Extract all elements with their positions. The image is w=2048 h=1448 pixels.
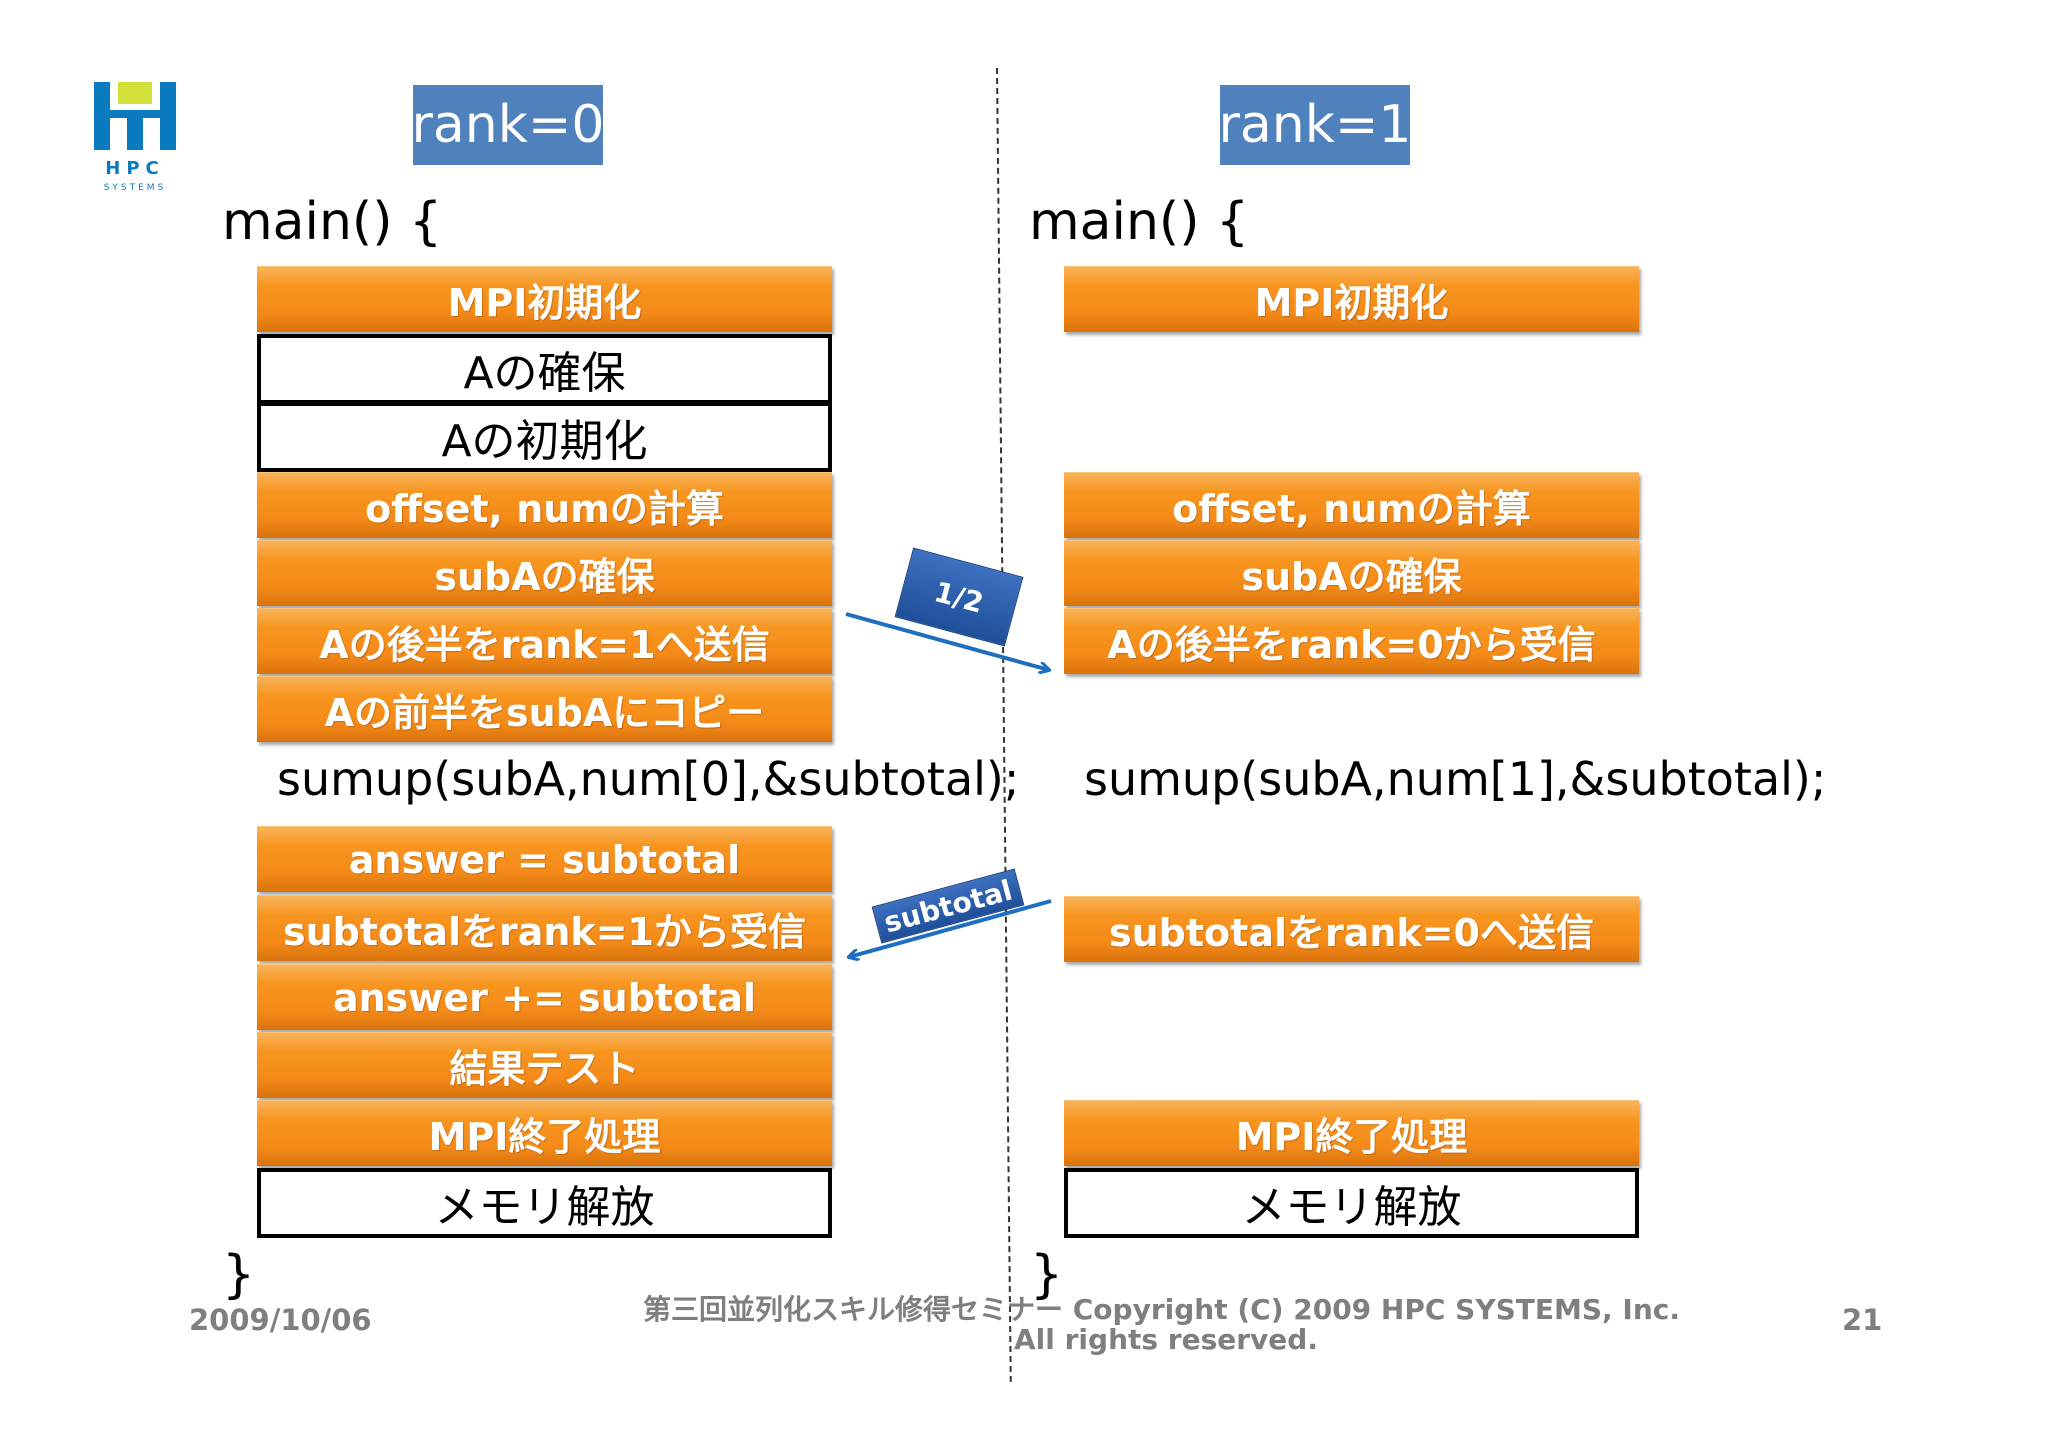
rank0-sumup-call: sumup(subA,num[0],&subtotal);: [277, 752, 1020, 806]
rank0-step-answer-add: answer += subtotal: [257, 964, 832, 1030]
rank0-step-test-result: 結果テスト: [257, 1032, 832, 1098]
rank0-step-copy-half: Aの前半をsubAにコピー: [257, 676, 832, 742]
rank1-step-alloc-suba: subAの確保: [1064, 540, 1639, 606]
svg-text:SYSTEMS: SYSTEMS: [104, 183, 167, 192]
rank1-main-close: }: [1030, 1245, 1064, 1305]
send-half-arrow: [845, 612, 1049, 670]
rank0-label: rank=0: [412, 85, 604, 165]
rank0-step-send-half: Aの後半をrank=1へ送信: [257, 608, 832, 674]
rank0-step-mpi-init: MPI初期化: [257, 266, 832, 332]
rank1-label: rank=1: [1219, 85, 1411, 165]
rank1-sumup-call: sumup(subA,num[1],&subtotal);: [1084, 752, 1827, 806]
rank0-step-mpi-finalize: MPI終了処理: [257, 1100, 832, 1166]
svg-text:HPC: HPC: [105, 158, 164, 179]
page-number: 21: [1842, 1303, 1883, 1337]
hpc-systems-logo: HPC SYSTEMS: [94, 82, 176, 193]
rank0-step-alloc-a: Aの確保: [257, 334, 832, 404]
footer-copyright-line2: All rights reserved.: [1014, 1323, 1318, 1356]
rank1-step-recv-half: Aの後半をrank=0から受信: [1064, 608, 1639, 674]
rank1-step-mpi-init: MPI初期化: [1064, 266, 1639, 332]
rank1-step-free-memory: メモリ解放: [1064, 1168, 1639, 1238]
rank0-main-close: }: [222, 1245, 256, 1305]
send-subtotal-arrow: [849, 899, 1052, 957]
rank1-step-mpi-finalize: MPI終了処理: [1064, 1100, 1639, 1166]
rank0-main-open: main() {: [222, 192, 443, 252]
rank0-step-init-a: Aの初期化: [257, 402, 832, 472]
rank0-step-alloc-suba: subAの確保: [257, 540, 832, 606]
footer-date: 2009/10/06: [189, 1303, 372, 1337]
rank1-step-send-subtotal: subtotalをrank=0へ送信: [1064, 896, 1639, 962]
rank0-step-answer-assign: answer = subtotal: [257, 826, 832, 892]
footer-copyright-line1: 第三回並列化スキル修得セミナー Copyright (C) 2009 HPC S…: [643, 1293, 1680, 1326]
rank1-main-open: main() {: [1029, 192, 1250, 252]
rank1-step-calc-offset: offset, numの計算: [1064, 472, 1639, 538]
rank0-step-free-memory: メモリ解放: [257, 1168, 832, 1238]
rank0-step-recv-subtotal: subtotalをrank=1から受信: [257, 895, 832, 961]
rank0-step-calc-offset: offset, numの計算: [257, 472, 832, 538]
